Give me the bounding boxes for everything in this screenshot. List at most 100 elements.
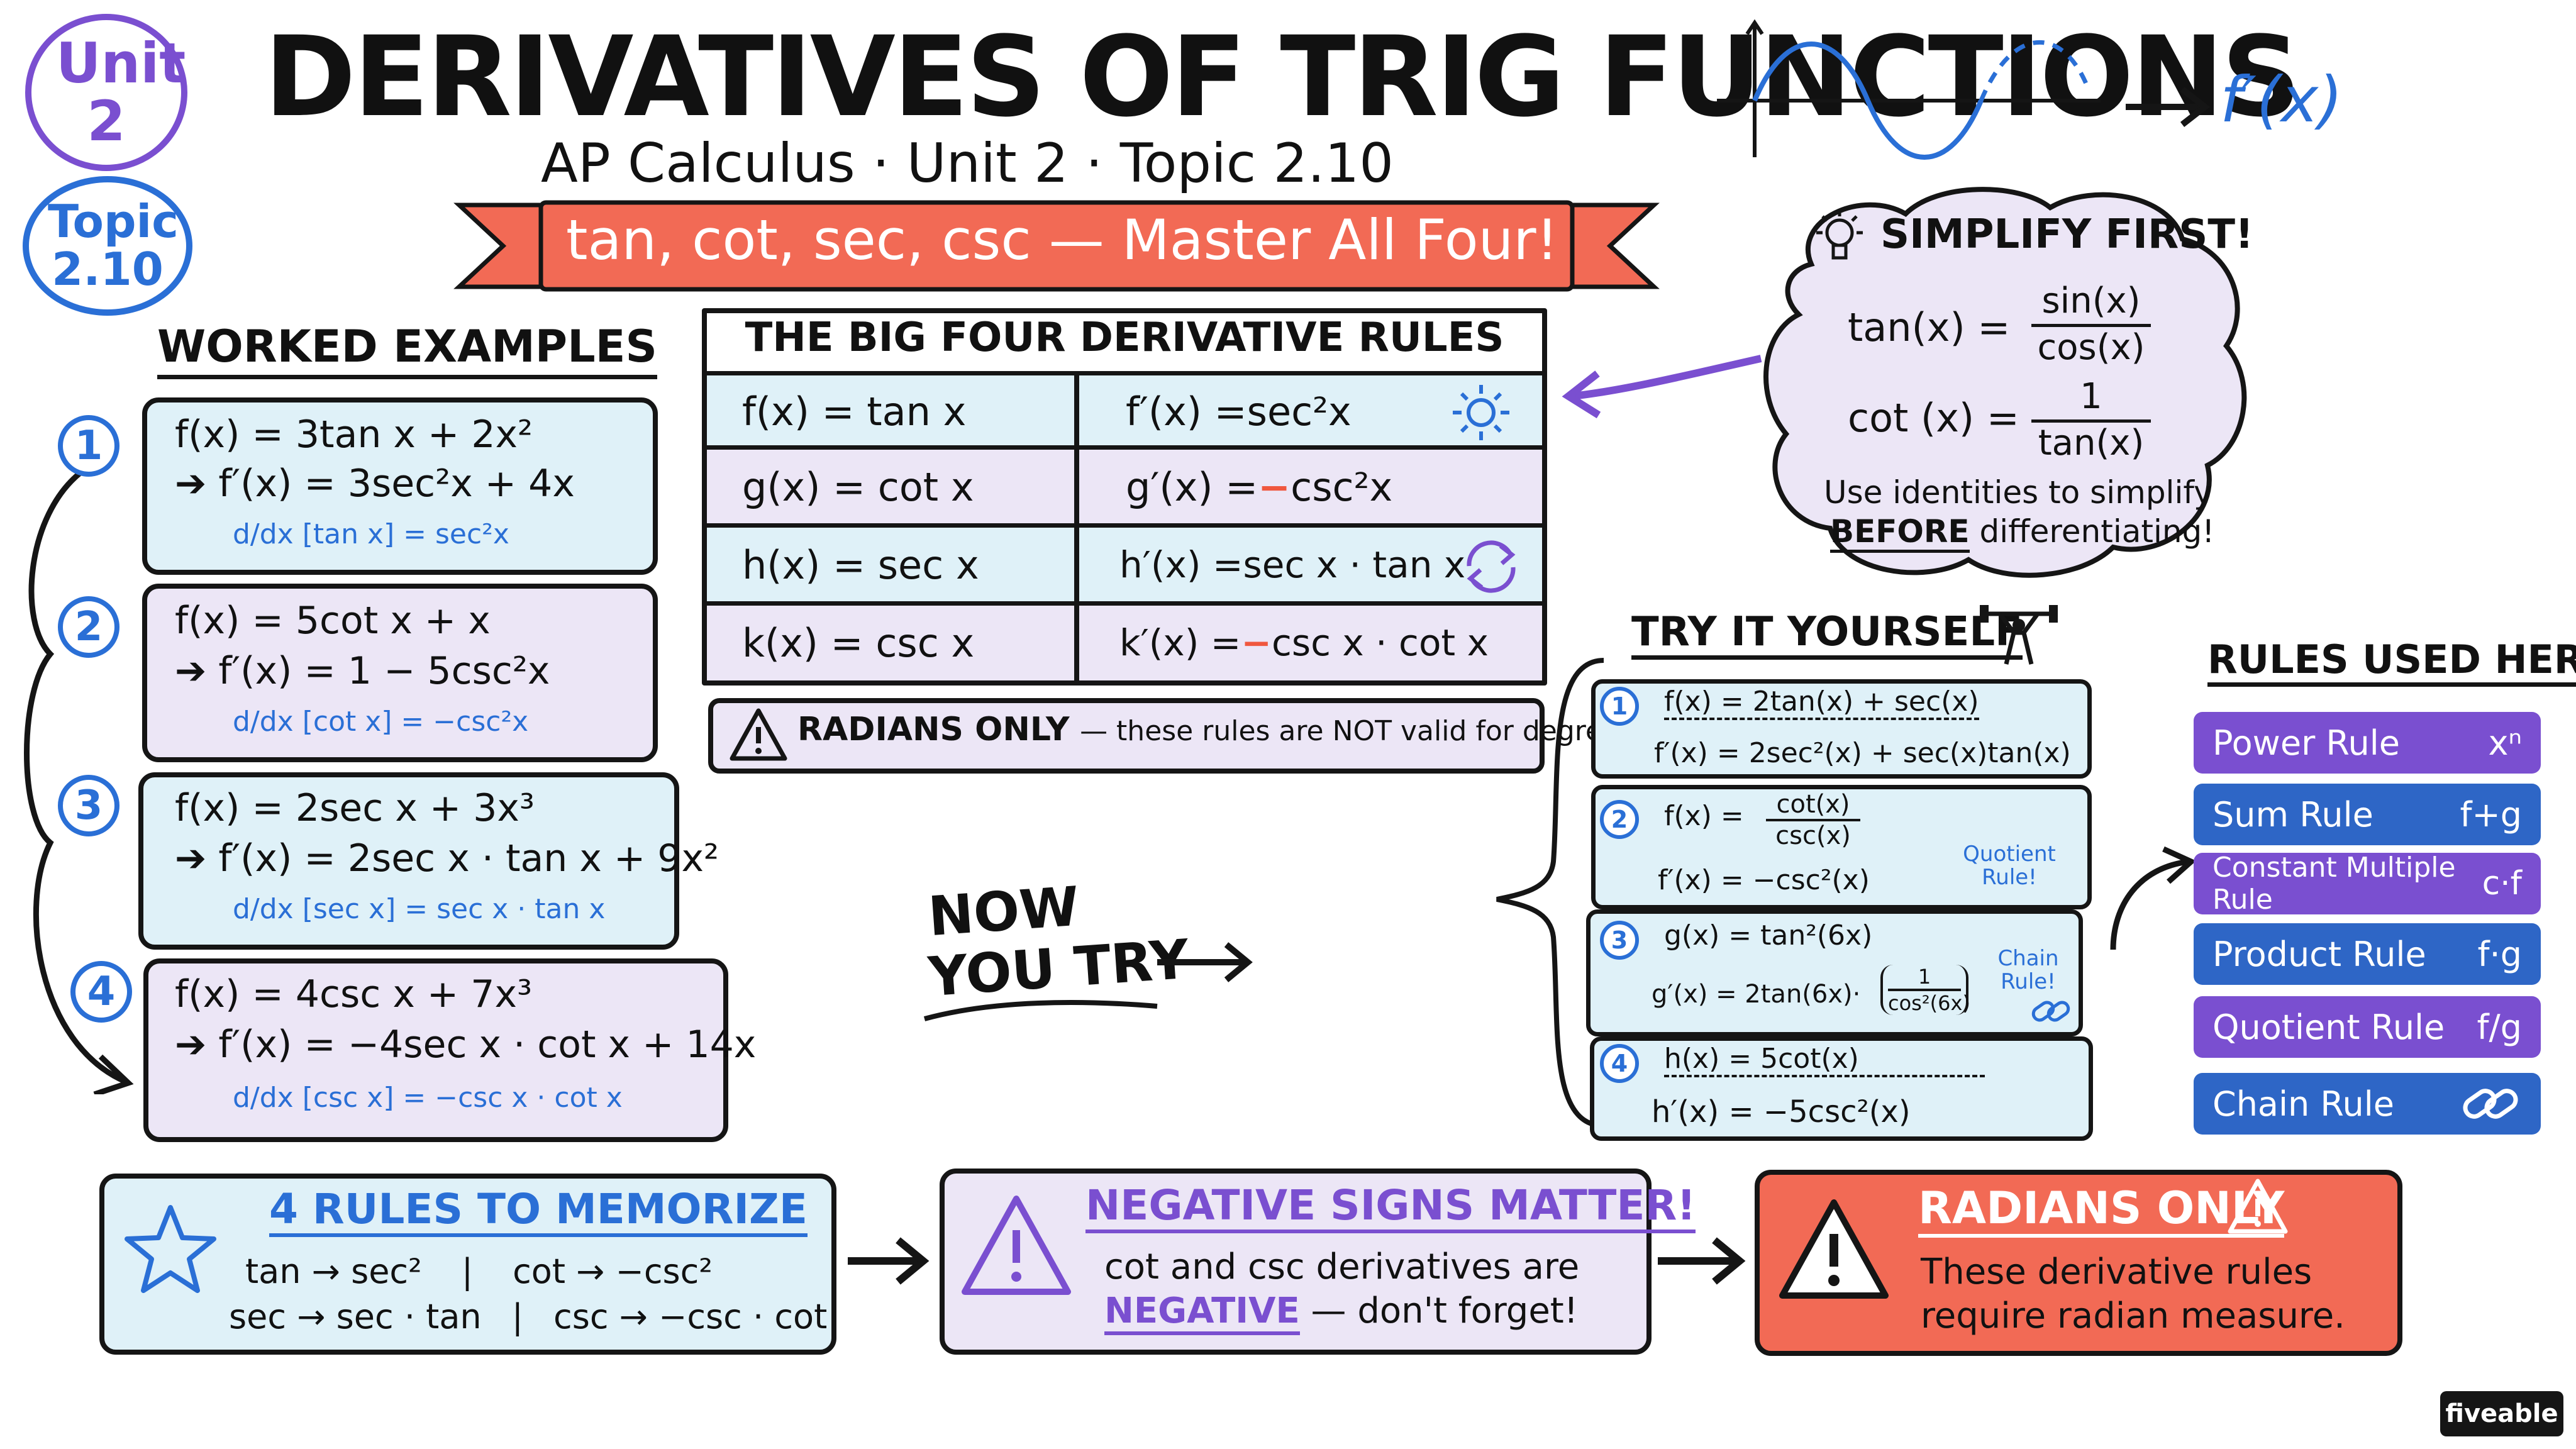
table-row-3-rhs: sec x · tan x [1243, 543, 1466, 586]
table-row-3-lhs: h′(x) = [1119, 543, 1243, 586]
simplify-cot-numerator: 1 [2031, 376, 2151, 423]
memorize-box [99, 1174, 836, 1355]
star-icon [125, 1205, 216, 1293]
rule-sum[interactable]: Sum Rule f+g [2194, 784, 2541, 845]
table-row-2-derivative: g′(x) = − csc²x [1126, 450, 1392, 523]
table-row-4-derivative: k′(x) = − csc x · cot x [1119, 606, 1489, 679]
example-2-derivative: ➔ f′(x) = 1 − 5csc²x [175, 649, 550, 693]
simplify-note-line1: Use identities to simplify [1824, 474, 2212, 511]
rules-used-heading: RULES USED HERE [2207, 636, 2576, 687]
example-2-rule: d/dx [cot x] = −csc²x [233, 706, 529, 738]
radians-title-warning-icon [2228, 1179, 2288, 1234]
memorize-sec: sec → sec · tan [229, 1297, 482, 1336]
try-2-answer: f′(x) = −csc²(x) [1658, 864, 1870, 896]
try-3-question: g(x) = tan²(6x) [1664, 919, 1873, 952]
try-card-4 [1590, 1036, 2093, 1141]
try-3-note: Chain Rule! [1997, 946, 2059, 995]
flow-arrow-2-icon [1658, 1237, 1746, 1285]
flow-arrow-1-icon [848, 1237, 930, 1285]
simplify-note-rest: differentiating! [1969, 513, 2215, 550]
try-2-note: Quotient Rule! [1963, 841, 2056, 891]
page-title: DERIVATIVES OF TRIG FUNCTIONS [264, 13, 2301, 142]
rule-power[interactable]: Power Rule xⁿ [2194, 712, 2541, 774]
try-number-2: 2 [1600, 800, 1639, 839]
try-1-answer: f′(x) = 2sec²(x) + sec(x)tan(x) [1654, 737, 2071, 769]
try-3-denominator: cos²(6x) [1888, 991, 1970, 1015]
rules-arrow-icon [2110, 846, 2197, 950]
table-row-4-lhs: k′(x) = [1119, 621, 1241, 664]
brand-logo: fiveable [2440, 1391, 2563, 1436]
table-row-3 [707, 523, 1542, 601]
table-row-1-rhs: sec²x [1246, 388, 1352, 435]
negative-line2: NEGATIVE — don't forget! [1104, 1291, 1578, 1335]
rule-constant-multiple[interactable]: Constant Multiple Rule c·f [2194, 852, 2541, 916]
unit-badge: Unit 2 [25, 14, 187, 171]
example-4-rule: d/dx [csc x] = −csc x · cot x [233, 1082, 623, 1114]
simplify-cot-denominator: tan(x) [2038, 423, 2145, 464]
try-3-fraction: 1 cos²(6x) [1880, 965, 1970, 1015]
rule-power-symbol: xⁿ [2488, 723, 2522, 763]
example-3-function: f(x) = 2sec x + 3x³ [175, 786, 535, 830]
table-row-2-function: g(x) = cot x [742, 464, 974, 510]
try-4-question: h(x) = 5cot(x) [1664, 1043, 1985, 1077]
rule-product-label: Product Rule [2212, 934, 2426, 974]
table-row-1 [707, 371, 1542, 445]
try-card-2 [1591, 785, 2092, 909]
rule-product[interactable]: Product Rule f·g [2194, 923, 2541, 985]
example-card-2 [142, 584, 658, 762]
try-4-answer: h′(x) = −5csc²(x) [1652, 1094, 1911, 1130]
banner-ribbon [453, 200, 1660, 292]
simplify-cot-fraction: 1 tan(x) [2031, 376, 2151, 464]
rule-chain[interactable]: Chain Rule [2194, 1073, 2541, 1135]
table-row-1-derivative: f′(x) = sec²x [1126, 377, 1352, 445]
warning-triangle-purple-icon [962, 1196, 1071, 1295]
rule-chain-label: Chain Rule [2212, 1084, 2394, 1124]
memorize-line1: tan → sec² | cot → −csc² [245, 1252, 713, 1291]
page-subtitle: AP Calculus · Unit 2 · Topic 2.10 [541, 132, 1394, 195]
topic-badge: Topic 2.10 [23, 176, 192, 316]
sun-icon [1453, 385, 1509, 440]
table-row-3-derivative: h′(x) = sec x · tan x [1119, 528, 1465, 601]
cycle-arrows-icon [1467, 540, 1516, 593]
table-divider [1074, 371, 1079, 682]
try-2-question-lhs: f(x) = [1664, 800, 1744, 832]
worked-examples-flow-arrow [24, 469, 134, 1094]
example-1-rule: d/dx [tan x] = sec²x [233, 518, 509, 550]
example-number-3: 3 [58, 775, 119, 836]
simplify-tan-denominator: cos(x) [2037, 327, 2145, 368]
try-card-3 [1586, 909, 2083, 1036]
brand-logo-text: fiveable [2445, 1399, 2558, 1428]
lightbulb-icon [1816, 210, 1863, 260]
arrow-right-icon [2126, 87, 2211, 127]
table-row-4 [707, 601, 1542, 680]
radians-warning-box [708, 698, 1545, 774]
try-number-4: 4 [1600, 1044, 1639, 1083]
rule-power-label: Power Rule [2212, 723, 2400, 763]
example-number-2: 2 [58, 596, 119, 658]
chain-link-icon [2463, 1089, 2518, 1119]
try-1-question: f(x) = 2tan(x) + sec(x) [1664, 686, 1979, 720]
example-number-4: 4 [70, 961, 132, 1023]
worked-examples-heading: WORKED EXAMPLES [157, 321, 657, 379]
memorize-csc: csc → −csc · cot [553, 1297, 828, 1336]
simplify-note-bold: BEFORE [1830, 513, 1970, 553]
rule-quotient-symbol: f/g [2477, 1007, 2522, 1047]
simplify-tan-lhs: tan(x) = [1848, 304, 2011, 350]
banner-text: tan, cot, sec, csc — Master All Four! [566, 208, 1558, 272]
negative-bold: NEGATIVE [1104, 1291, 1300, 1335]
chain-link-small-icon [2031, 1001, 2070, 1022]
try-2-numerator: cot(x) [1766, 790, 1860, 821]
radians-warning-bold: RADIANS ONLY [797, 711, 1070, 748]
warning-triangle-white-icon [1779, 1199, 1889, 1299]
sine-wave-graph-icon [1717, 19, 2101, 160]
memorize-title: 4 RULES TO MEMORIZE [269, 1185, 808, 1237]
table-row-2 [707, 445, 1542, 523]
radians-only-line1: These derivative rules [1921, 1252, 2312, 1292]
memorize-line2: sec → sec · tan | csc → −csc · cot [229, 1297, 827, 1336]
table-row-1-function: f(x) = tan x [742, 388, 967, 435]
rule-quotient[interactable]: Quotient Rule f/g [2194, 996, 2541, 1058]
example-card-4 [143, 958, 728, 1142]
unit-badge-label: Unit 2 [56, 30, 186, 153]
rule-constant-multiple-label: Constant Multiple Rule [2212, 852, 2456, 916]
negative-line1: cot and csc derivatives are [1104, 1246, 1580, 1287]
